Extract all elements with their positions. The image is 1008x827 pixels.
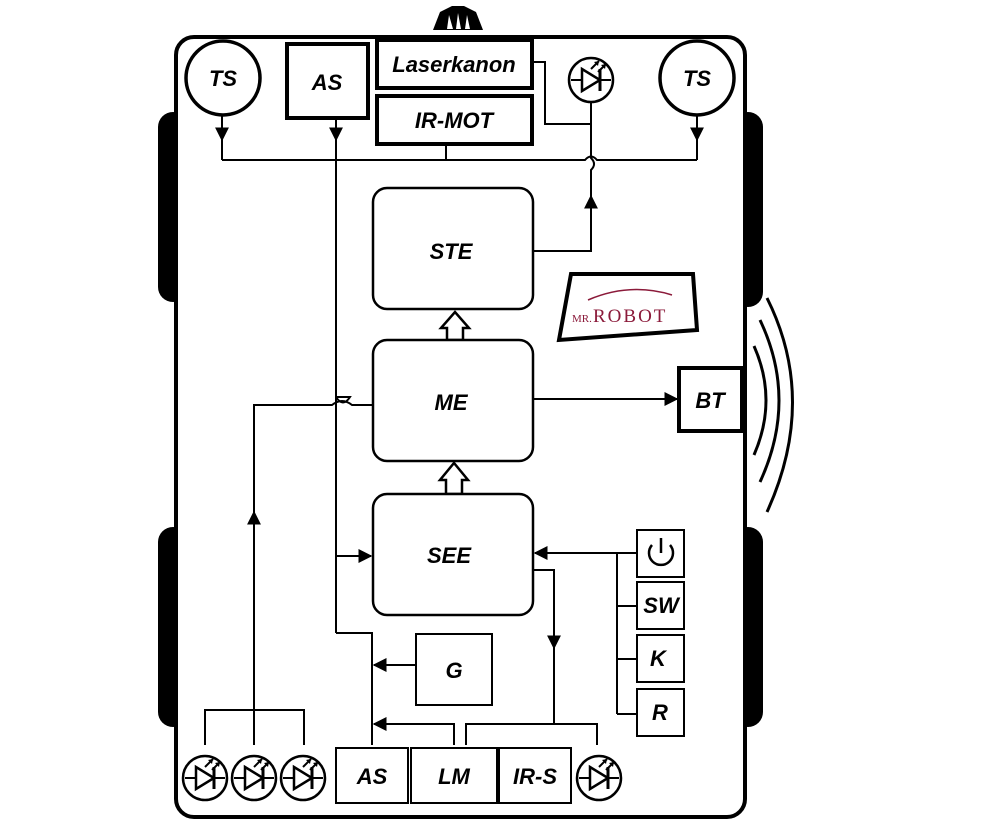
mr-robot-logo: MR. ROBOT <box>556 272 700 343</box>
wireless-signal-icon <box>752 297 794 513</box>
power-button[interactable] <box>636 529 685 578</box>
ir-mot-block: IR-MOT <box>375 94 534 146</box>
led-diode-icon <box>567 56 615 104</box>
ste-block: STE <box>371 186 535 311</box>
see-label: SEE <box>427 543 472 568</box>
ir-mot-label: IR-MOT <box>415 108 495 133</box>
ts-right-label: TS <box>683 66 711 91</box>
bt-label: BT <box>695 388 726 413</box>
led-diode-icon <box>279 754 327 802</box>
ste-label: STE <box>430 239 474 264</box>
laserkanon-block: Laserkanon <box>375 38 534 90</box>
laserkanon-label: Laserkanon <box>392 52 516 77</box>
as-top-label: AS <box>311 70 343 95</box>
led-diode-icon <box>575 754 623 802</box>
g-label: G <box>445 658 462 683</box>
led-diode-icon <box>230 754 278 802</box>
k-block: K <box>636 634 685 683</box>
logo-prefix: MR. <box>572 313 592 325</box>
me-label: ME <box>435 390 469 415</box>
lm-label: LM <box>438 764 470 789</box>
wiring <box>204 61 704 745</box>
sw-label: SW <box>643 593 681 618</box>
see-block: SEE <box>371 492 535 617</box>
as-bottom-label: AS <box>356 764 388 789</box>
power-icon <box>647 538 675 567</box>
me-block: ME <box>371 338 535 463</box>
k-label: K <box>650 646 668 671</box>
ts-right-sensor: TS <box>658 39 736 117</box>
logo-name: ROBOT <box>593 306 667 327</box>
lm-block: LM <box>410 747 498 804</box>
as-bottom-block: AS <box>335 747 409 804</box>
antenna-mount-icon <box>433 6 483 30</box>
ts-left-label: TS <box>209 66 237 91</box>
block-arrow-me-ste <box>438 310 472 342</box>
ir-s-label: IR-S <box>513 764 557 789</box>
block-arrow-see-me <box>437 461 471 496</box>
as-top-block: AS <box>285 42 370 120</box>
led-diode-icon <box>181 754 229 802</box>
sw-block: SW <box>636 581 685 630</box>
r-label: R <box>652 700 668 725</box>
bt-block: BT <box>677 366 744 433</box>
r-block: R <box>636 688 685 737</box>
ts-left-sensor: TS <box>184 39 262 117</box>
g-block: G <box>415 633 493 706</box>
ir-s-block: IR-S <box>498 747 572 804</box>
